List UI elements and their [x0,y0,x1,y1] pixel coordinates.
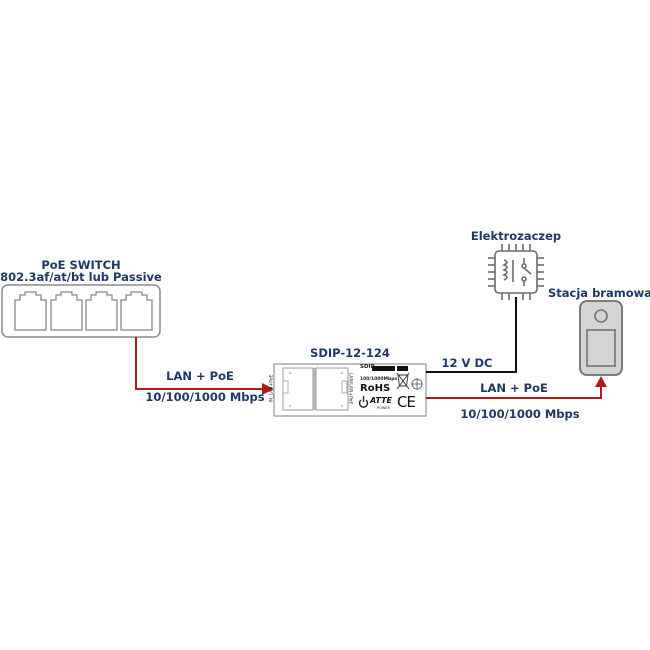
switch-subtitle: 802.3af/at/bt lub Passive [0,270,162,284]
right-link-label-top: LAN + PoE [480,381,548,395]
switch-port[interactable] [85,291,118,331]
station-title: Stacja bramowa [548,286,650,300]
lock-title: Elektrozaczep [470,229,562,243]
left-link-label-bottom: 10/100/1000 Mbps [145,390,265,404]
relay-chip-icon [488,244,544,300]
device-brand-sub: POWER [377,406,390,410]
device-speed: 100/1000Mbps [360,377,398,382]
dc-link [426,297,517,373]
right-link-label-bottom: 10/100/1000 Mbps [460,407,580,421]
poe-switch [1,284,161,338]
model-redaction [372,366,395,371]
device-model-prefix: SDIP- [360,364,377,370]
model-redaction [397,366,408,371]
switch-port[interactable] [120,291,153,331]
device-ce-mark: CE [397,393,416,411]
switch-title: PoE SWITCH [41,258,121,272]
switch-port[interactable] [14,291,47,331]
device-rohs: RoHS [360,383,391,394]
dc-label: 12 V DC [441,356,493,370]
left-link-label-top: LAN + PoE [166,369,234,383]
switch-port[interactable] [50,291,83,331]
device-brand: ATTE [370,396,392,405]
intercom-station-icon [579,300,623,376]
atte-power-icon [358,396,369,408]
arrow-head-icon [595,376,607,387]
device-port-in-label: IN_LAN+PoE [269,374,275,403]
weee-bin-icon [396,372,410,390]
poe-link-left [135,337,274,395]
poe-link-right [426,376,607,399]
device-title: SDIP-12-124 [310,346,390,360]
sdip-device [273,363,427,417]
device-port-out-label: LAN/LAN+PoE [347,372,353,405]
ground-symbol-icon [411,378,423,390]
arrow-head-icon [262,383,274,395]
